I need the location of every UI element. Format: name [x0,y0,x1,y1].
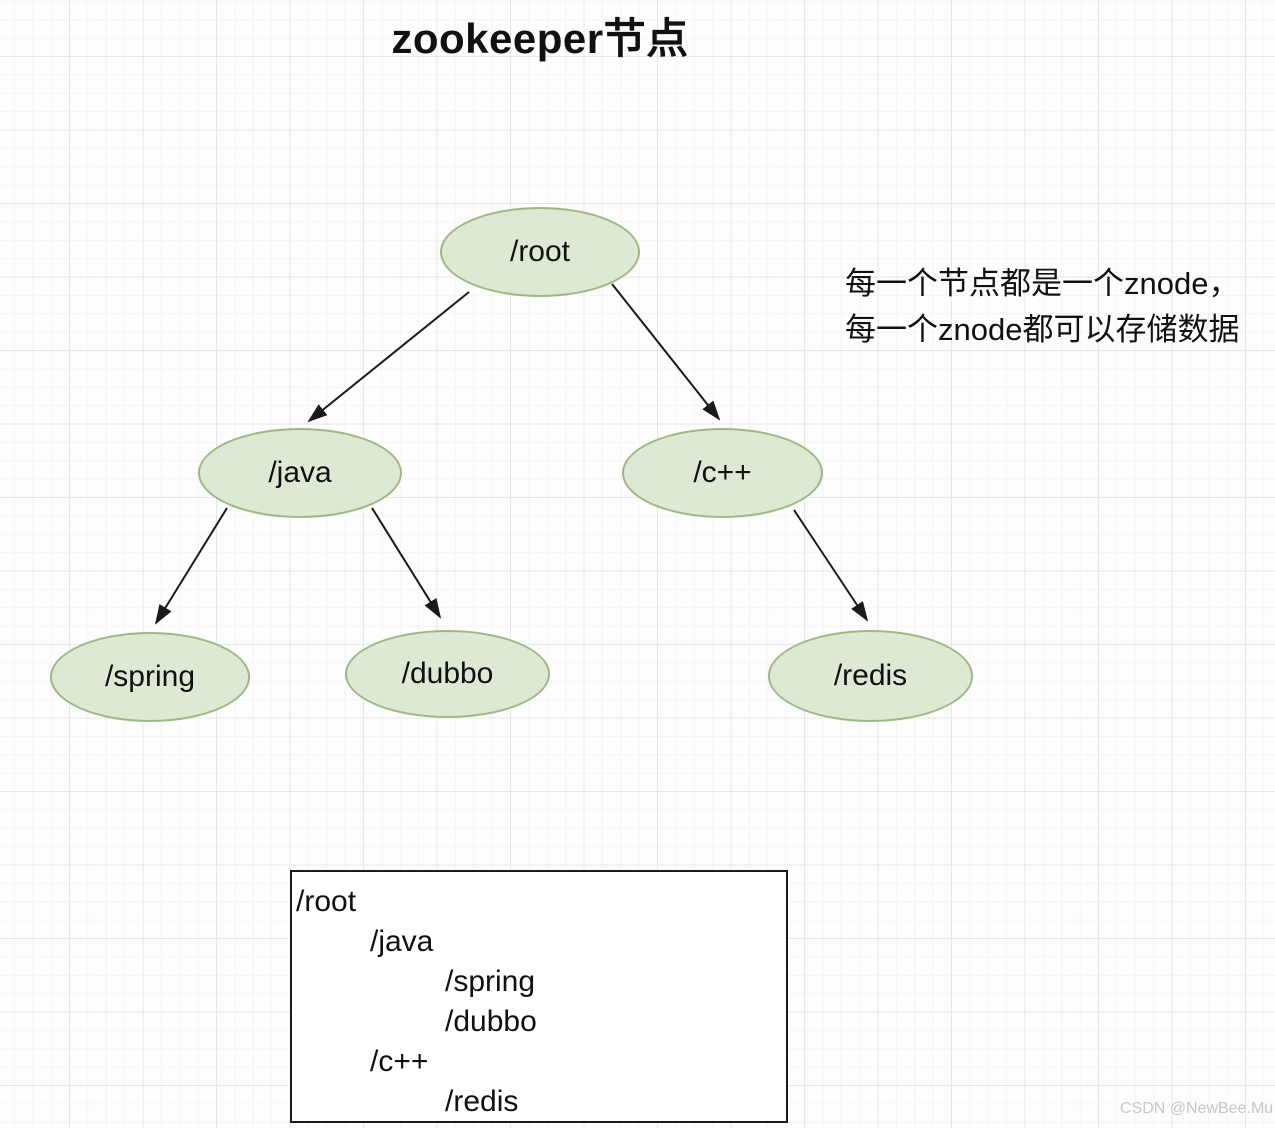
znode-annotation: 每一个节点都是一个znode， 每一个znode都可以存储数据 [845,261,1239,353]
edge-java-dubbo [371,507,442,619]
edge-root-cpp [611,283,721,421]
edge-cpp-redis [793,509,869,622]
znode-spring: /spring [50,632,250,722]
edge-root-java [307,291,470,423]
page-title: zookeeper节点 [391,15,689,62]
znode-java: /java [198,428,402,518]
znode-dubbo: /dubbo [345,630,550,718]
znode-redis: /redis [768,630,973,722]
znode-annotation-line2: 每一个znode都可以存储数据 [845,312,1240,347]
edge-java-spring [154,507,228,625]
znode-root: /root [440,207,640,297]
tree-line: /root [296,885,357,918]
csdn-watermark: CSDN @NewBee.Mu [1120,1100,1274,1117]
path-hierarchy-box: /root /java /spring /dubbo /c++ /redis [290,870,788,1123]
znode-cpp: /c++ [622,428,823,518]
tree-line: /c++ [370,1045,429,1078]
tree-line: /java [370,925,434,958]
tree-line: /dubbo [445,1005,537,1038]
tree-line: /spring [445,965,536,998]
tree-line: /redis [445,1085,519,1118]
znode-annotation-line1: 每一个节点都是一个znode， [845,266,1240,301]
